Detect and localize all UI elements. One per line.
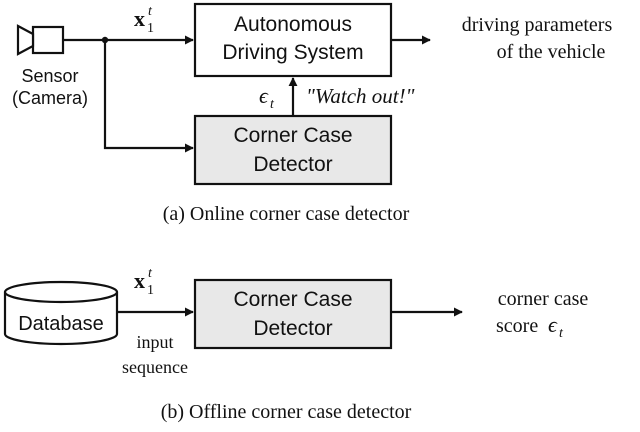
offline-detector-label-line1: Corner Case: [233, 288, 352, 311]
online-diagram: Sensor (Camera) x 1 t Autonomous Driving…: [12, 2, 613, 225]
database-label: Database: [18, 313, 104, 335]
camera-icon: [16, 24, 65, 56]
svg-text:t: t: [148, 266, 153, 281]
svg-text:ϵ: ϵ: [548, 312, 558, 337]
offline-detector-label-line2: Detector: [253, 317, 332, 340]
ads-label-line2: Driving System: [222, 41, 363, 64]
database-icon: [3, 280, 119, 346]
input-label-line1: input: [136, 332, 173, 352]
svg-text:1: 1: [147, 283, 154, 298]
output-label-line1: driving parameters: [462, 14, 613, 36]
svg-text:ϵ: ϵ: [259, 83, 269, 108]
online-input-symbol: x 1 t: [134, 4, 154, 36]
offline-input-symbol: x 1 t: [134, 266, 154, 298]
warning-label: "Watch out!": [306, 84, 415, 108]
score-label-line2: score ϵ t: [496, 312, 564, 341]
camera-label: (Camera): [12, 88, 88, 108]
svg-text:t: t: [148, 4, 153, 19]
svg-text:t: t: [559, 326, 564, 341]
svg-text:t: t: [270, 97, 275, 112]
input-label-line2: sequence: [122, 357, 188, 377]
caption-b: (b) Offline corner case detector: [161, 401, 412, 423]
output-label-line2: of the vehicle: [497, 41, 606, 63]
offline-corner-case-detector-box: [193, 278, 393, 350]
online-detector-label-line2: Detector: [253, 153, 332, 176]
offline-diagram: Database x 1 t input sequence Corner Cas…: [3, 266, 589, 423]
ads-label-line1: Autonomous: [234, 13, 352, 36]
svg-text:score: score: [496, 315, 538, 337]
score-label-line1: corner case: [498, 288, 589, 310]
online-corner-case-detector-box: [193, 114, 393, 186]
online-detector-label-line1: Corner Case: [233, 124, 352, 147]
online-epsilon-symbol: ϵ t: [259, 83, 275, 112]
sensor-to-detector-arrow: [103, 40, 194, 153]
caption-a: (a) Online corner case detector: [163, 203, 410, 225]
sensor-label: Sensor: [21, 66, 78, 86]
svg-text:x: x: [134, 268, 145, 293]
svg-text:x: x: [134, 6, 145, 31]
svg-text:1: 1: [147, 21, 154, 36]
